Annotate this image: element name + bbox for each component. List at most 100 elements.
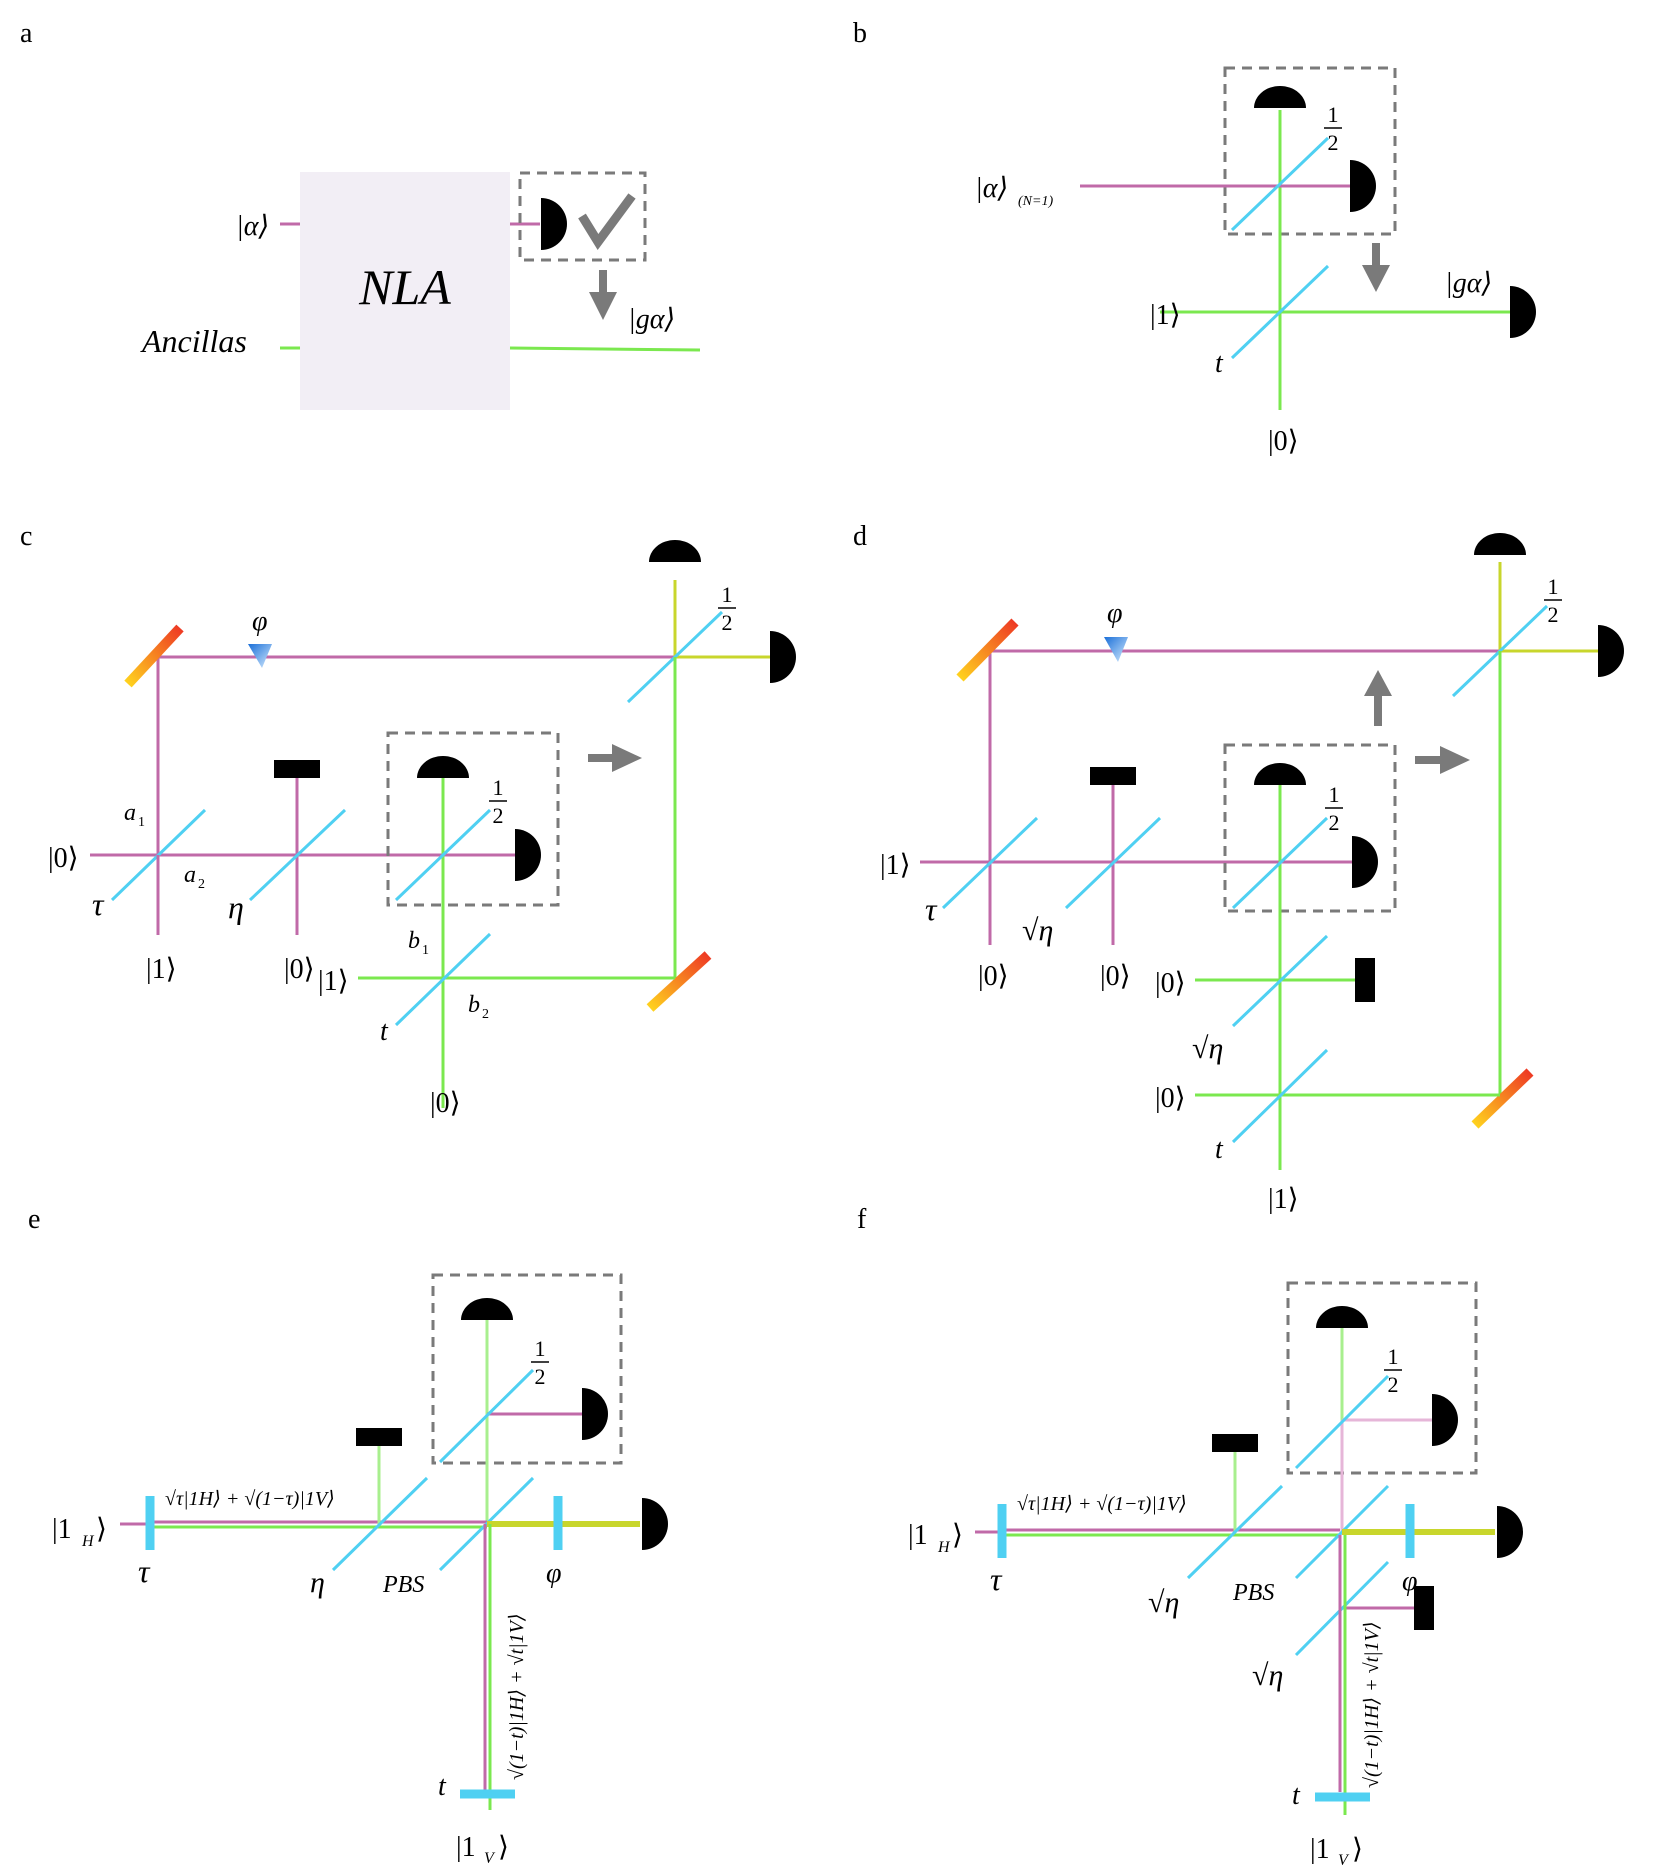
sqrt-eta2-label: √η bbox=[1192, 1032, 1223, 1065]
half-den: 2 bbox=[1329, 810, 1340, 835]
half-den: 2 bbox=[535, 1364, 546, 1389]
beam-splitter-eta2 bbox=[1294, 1560, 1390, 1657]
detector-right-icon bbox=[770, 631, 796, 683]
ket-in-close: ⟩ bbox=[952, 1520, 963, 1551]
beam-dump-icon bbox=[274, 760, 320, 778]
ket-out: |1 bbox=[456, 1832, 476, 1863]
detector-mid-right-icon bbox=[515, 829, 541, 881]
detector-top-icon bbox=[1474, 533, 1526, 555]
heralding-box bbox=[386, 731, 560, 907]
heralding-box bbox=[431, 1273, 623, 1465]
mirror-top-left bbox=[956, 618, 1019, 682]
nla-box bbox=[300, 172, 510, 410]
a2-sub: 2 bbox=[198, 877, 205, 892]
panel-label-c: c bbox=[20, 521, 32, 552]
half-num: 1 bbox=[1328, 102, 1339, 127]
t-label: t bbox=[438, 1771, 447, 1802]
down-arrow-icon bbox=[589, 292, 617, 320]
beam-dump-right-icon bbox=[1355, 958, 1375, 1002]
heralding-box bbox=[1223, 66, 1397, 236]
panel-d: d φ 1 2 |1⟩ τ |0⟩ √η |0⟩ bbox=[853, 521, 1624, 1215]
ket-zero-tau: |0⟩ bbox=[978, 961, 1009, 992]
up-arrow-icon bbox=[1364, 670, 1392, 696]
half-num: 1 bbox=[535, 1336, 546, 1361]
panel-e: e 1 2 |1 H ⟩ τ √τ|1H⟩ + √(1−τ)|1V⟩ η PBS… bbox=[28, 1204, 668, 1867]
mirror-top-left bbox=[124, 624, 184, 688]
panel-label-b: b bbox=[853, 18, 867, 49]
b1-label: b bbox=[408, 928, 420, 954]
panel-b: b 1 2 |α⟩ (N=1) |gα⟩ |1⟩ t |0⟩ bbox=[853, 18, 1536, 457]
ket-one-t: |1⟩ bbox=[318, 966, 349, 997]
detector-box-top-icon bbox=[417, 756, 469, 778]
beam-dump-icon bbox=[356, 1428, 402, 1446]
state-v-label: √(1−t)|1H⟩ + √t|1V⟩ bbox=[506, 1613, 528, 1780]
ket-in-sub: H bbox=[937, 1539, 951, 1556]
beam-dump-icon bbox=[1212, 1434, 1258, 1452]
beam-splitter-eta bbox=[1186, 1484, 1284, 1580]
beam-splitter-half bbox=[1294, 1374, 1390, 1470]
phi-label: φ bbox=[546, 1558, 562, 1589]
ket-out: |1 bbox=[1310, 1834, 1330, 1865]
mirror-bottom-right bbox=[646, 951, 712, 1012]
eta-label: η bbox=[228, 889, 244, 925]
ket-one: |1⟩ bbox=[1150, 300, 1181, 331]
beam-splitter-eta bbox=[1064, 816, 1162, 910]
input-ket-alpha: |α⟩ bbox=[236, 211, 269, 242]
down-arrow-shaft bbox=[599, 270, 607, 294]
beam-dump-icon bbox=[1090, 767, 1136, 785]
output-ket-galpha: |gα⟩ bbox=[1445, 268, 1492, 299]
beam-splitter-eta bbox=[331, 1476, 429, 1572]
a1-label: a bbox=[124, 800, 136, 826]
panel-label-f: f bbox=[857, 1204, 867, 1235]
input-ket-alpha: |α⟩ bbox=[975, 173, 1008, 204]
t-label: t bbox=[380, 1016, 389, 1047]
a1-sub: 1 bbox=[138, 815, 145, 830]
beam-splitter-half bbox=[1231, 816, 1329, 910]
detector-output-icon bbox=[642, 1498, 668, 1550]
panel-a: a NLA |α⟩ Ancillas |gα⟩ bbox=[20, 18, 701, 410]
beam-splitter-t bbox=[394, 932, 492, 1027]
ket-in: |1 bbox=[52, 1514, 72, 1545]
phi-label: φ bbox=[1107, 598, 1123, 629]
output-green-line bbox=[509, 346, 701, 352]
beam-splitter-eta bbox=[248, 808, 347, 902]
detector-top-icon bbox=[1254, 86, 1306, 108]
tau-label: τ bbox=[925, 891, 938, 927]
right-arrow-icon bbox=[612, 744, 642, 772]
ket-in-sub: H bbox=[81, 1533, 95, 1550]
sqrt-eta-label: √η bbox=[1022, 914, 1053, 947]
ket-zero-eta: |0⟩ bbox=[1100, 961, 1131, 992]
sqrt-eta-label: √η bbox=[1148, 1586, 1179, 1619]
half-den: 2 bbox=[1328, 130, 1339, 155]
heralding-box bbox=[1223, 743, 1397, 913]
detector-box-top-icon bbox=[1254, 763, 1306, 785]
detector-mid-right-icon bbox=[1352, 836, 1378, 888]
detector-box-top-icon bbox=[461, 1298, 513, 1320]
detector-right-icon bbox=[1350, 160, 1376, 212]
sqrt-eta2-label: √η bbox=[1252, 1659, 1283, 1692]
ket-out-close: ⟩ bbox=[1352, 1834, 1363, 1865]
ket-one-t: |1⟩ bbox=[1268, 1184, 1299, 1215]
tau-label: τ bbox=[990, 1561, 1003, 1597]
state-h-label: √τ|1H⟩ + √(1−τ)|1V⟩ bbox=[165, 1488, 335, 1510]
heralding-box bbox=[1286, 1281, 1478, 1475]
ket-one-tau: |1⟩ bbox=[146, 954, 177, 985]
detector-box-right-icon bbox=[1432, 1394, 1458, 1446]
ket-zero-in: |0⟩ bbox=[48, 843, 79, 874]
half2-den: 2 bbox=[1548, 602, 1559, 627]
detector-top-icon bbox=[649, 540, 701, 562]
panel-label-a: a bbox=[20, 18, 33, 49]
right-arrow-shaft bbox=[588, 754, 614, 762]
mirror-bottom-right bbox=[1471, 1068, 1534, 1129]
input-subscript: (N=1) bbox=[1018, 194, 1053, 209]
ket-zero-a: |0⟩ bbox=[1155, 968, 1186, 999]
output-ket-galpha: |gα⟩ bbox=[628, 304, 675, 335]
ket-in: |1 bbox=[908, 1520, 928, 1551]
t-label: t bbox=[1292, 1780, 1301, 1811]
panel-f: f 1 2 |1 H ⟩ τ √τ|1H⟩ + √(1−τ)|1V⟩ √η PB… bbox=[857, 1204, 1523, 1869]
ket-in-close: ⟩ bbox=[96, 1514, 107, 1545]
panel-label-e: e bbox=[28, 1204, 40, 1235]
detector-output-icon bbox=[1497, 1506, 1523, 1558]
t-label: t bbox=[1215, 348, 1224, 379]
